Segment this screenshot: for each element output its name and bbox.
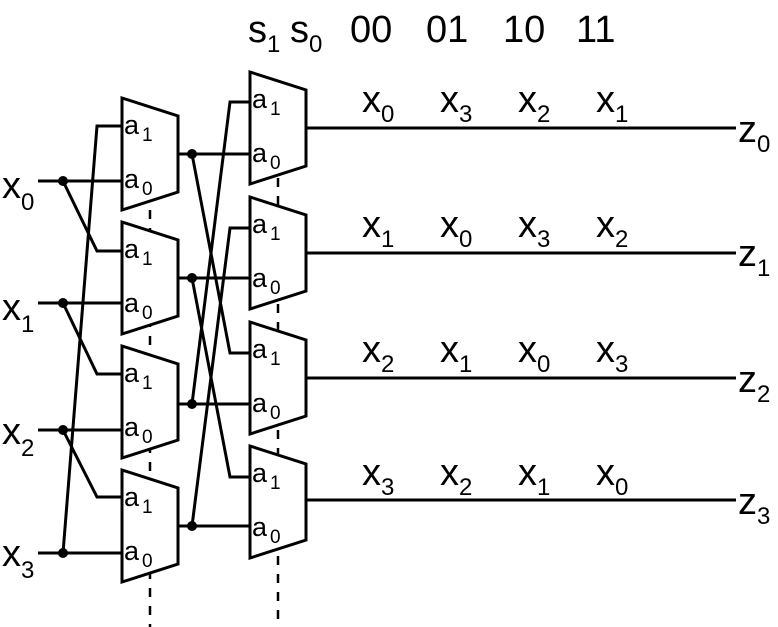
junction-dot [58, 425, 68, 435]
junction-dot [187, 399, 197, 409]
input-x0-label: x0 [2, 165, 34, 216]
mux-2-0 [248, 69, 308, 187]
routing-entry: x0 [362, 79, 394, 128]
wire-m3-b1 [190, 226, 250, 527]
routing-entry: x1 [362, 204, 394, 253]
wire-x0-a1 [61, 180, 122, 253]
stage1-wires [38, 124, 122, 555]
junction-dot [58, 548, 68, 558]
select-code-0: 00 [350, 9, 392, 51]
wire-m0-b2 [190, 153, 250, 355]
select-label-s0: s0 [290, 9, 322, 58]
mux-1-2 [120, 343, 180, 461]
wire-x2-a1 [61, 429, 122, 499]
wire-x1-a1 [61, 302, 122, 376]
select-label-s1: s1 [248, 9, 280, 58]
routing-entry: x3 [518, 204, 550, 253]
select-code-3: 11 [576, 9, 615, 51]
output-z3-label: z3 [738, 481, 770, 530]
mux-2-3 [248, 443, 308, 561]
routing-entry: x1 [440, 329, 472, 378]
wire-m1-b3 [190, 277, 250, 479]
routing-entry: x0 [518, 329, 550, 378]
mux-1-1 [120, 219, 180, 337]
routing-entry: x1 [596, 79, 628, 128]
routing-entry: x2 [518, 79, 550, 128]
input-labels: x0 x1 x2 x3 [2, 165, 34, 584]
junction-dot [187, 149, 197, 159]
input-x1-label: x1 [2, 287, 34, 338]
select-code-1: 01 [426, 9, 468, 51]
routing-entry: x1 [518, 452, 550, 501]
routing-entry: x3 [440, 79, 472, 128]
select-header: s1 s0 00 01 10 11 [248, 9, 615, 58]
mux-2-2 [248, 319, 308, 437]
routing-table: x0 x3 x2 x1 x1 x0 x3 x2 x2 x1 x0 x3 x3 x2 x1 x0 [362, 79, 628, 501]
select-code-2: 10 [503, 9, 545, 51]
mux-column-2 [248, 69, 308, 561]
output-z1-label: z1 [738, 233, 770, 282]
output-wires [306, 126, 736, 502]
routing-entry: x2 [440, 452, 472, 501]
stage2-wires [178, 100, 250, 528]
mux-column-1 [120, 95, 180, 585]
wire-m2-b0 [190, 100, 250, 405]
junction-dots [58, 149, 197, 558]
input-x3-label: x3 [2, 533, 34, 584]
junction-dot [58, 176, 68, 186]
routing-entry: x3 [596, 329, 628, 378]
junction-dot [58, 298, 68, 308]
mux-1-3 [120, 467, 180, 585]
junction-dot [187, 273, 197, 283]
routing-entry: x3 [362, 452, 394, 501]
output-z0-label: z0 [738, 109, 770, 158]
wire-x3-a1 [61, 124, 122, 554]
junction-dot [187, 521, 197, 531]
output-z2-label: z2 [738, 359, 770, 408]
output-labels: z0 z1 z2 z3 [738, 109, 770, 530]
input-x2-label: x2 [2, 411, 34, 462]
routing-entry: x2 [362, 329, 394, 378]
mux-1-0 [120, 95, 180, 213]
routing-entry: x0 [596, 452, 628, 501]
routing-entry: x2 [596, 204, 628, 253]
routing-entry: x0 [440, 204, 472, 253]
mux-2-1 [248, 194, 308, 312]
